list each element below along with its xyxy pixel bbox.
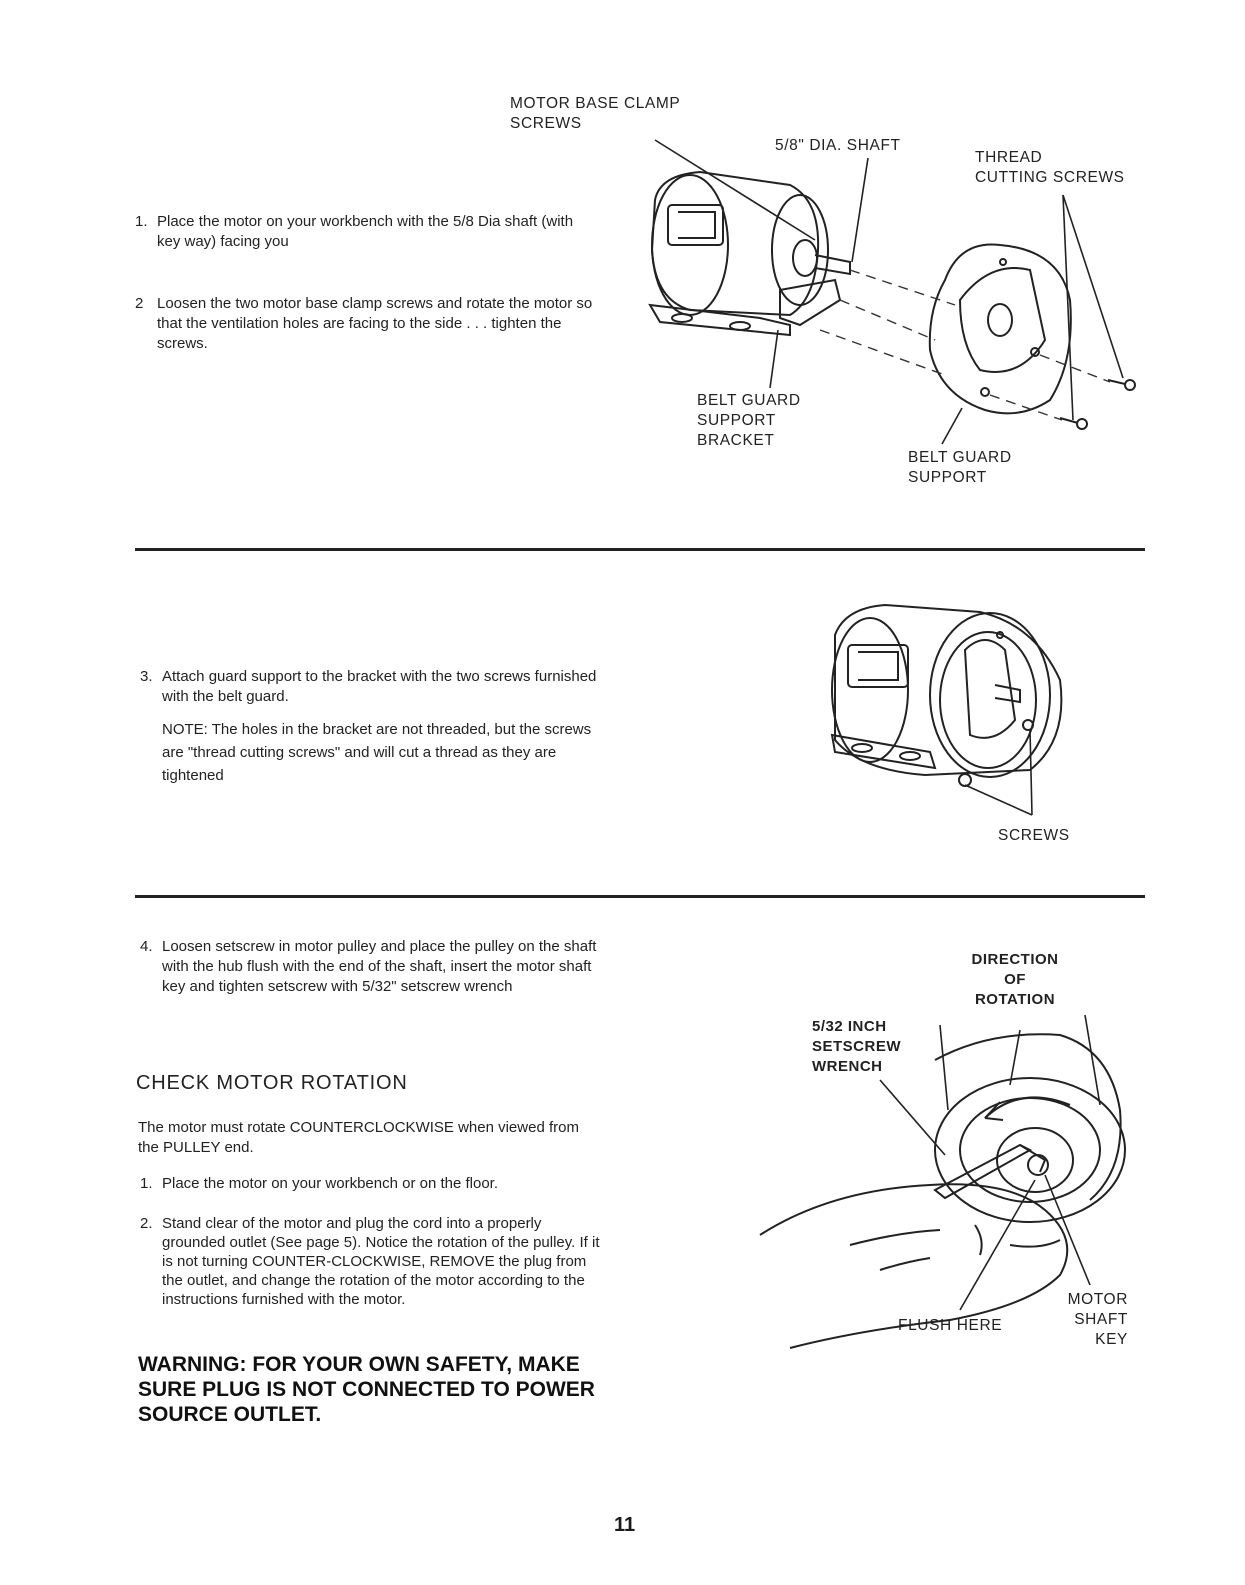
safety-warning: WARNING: FOR YOUR OWN SAFETY, MAKE SURE … <box>138 1353 595 1426</box>
label-screws: SCREWS <box>998 827 1070 844</box>
label-motor-shaft-key: MOTOR SHAFT KEY <box>1067 1291 1128 1348</box>
label-setscrew-wrench: 5/32 INCH SETSCREW WRENCH <box>812 1018 902 1075</box>
note: NOTE: The holes in the bracket are not t… <box>162 721 592 784</box>
divider-2 <box>135 895 1145 898</box>
step-1: 1. Place the motor on your workbench wit… <box>135 213 574 250</box>
divider-1 <box>135 548 1145 551</box>
step-4: 4. Loosen setscrew in motor pulley and p… <box>140 938 597 995</box>
rotation-intro: The motor must rotate COUNTERCLOCKWISE w… <box>138 1119 579 1156</box>
rotation-step-1: 1. Place the motor on your workbench or … <box>140 1175 499 1192</box>
rotation-step-2: 2. Stand clear of the motor and plug the… <box>140 1215 600 1308</box>
page-number: 11 <box>614 1514 636 1536</box>
label-flush-here: FLUSH HERE <box>898 1317 1003 1334</box>
label-belt-guard-support: BELT GUARD SUPPORT <box>908 449 1012 486</box>
label-motor-base-clamp-screws: MOTOR BASE CLAMP SCREWS <box>510 95 681 132</box>
step-2: 2 Loosen the two motor base clamp screws… <box>135 295 593 352</box>
label-shaft: 5/8" DIA. SHAFT <box>775 137 901 154</box>
label-thread-cutting-screws: THREAD CUTTING SCREWS <box>975 149 1125 186</box>
label-direction-of-rotation: DIRECTION OF ROTATION <box>971 951 1059 1008</box>
label-belt-guard-support-bracket: BELT GUARD SUPPORT BRACKET <box>697 392 801 449</box>
step-3: 3. Attach guard support to the bracket w… <box>140 668 597 705</box>
heading-check-motor-rotation: CHECK MOTOR ROTATION <box>136 1072 408 1094</box>
